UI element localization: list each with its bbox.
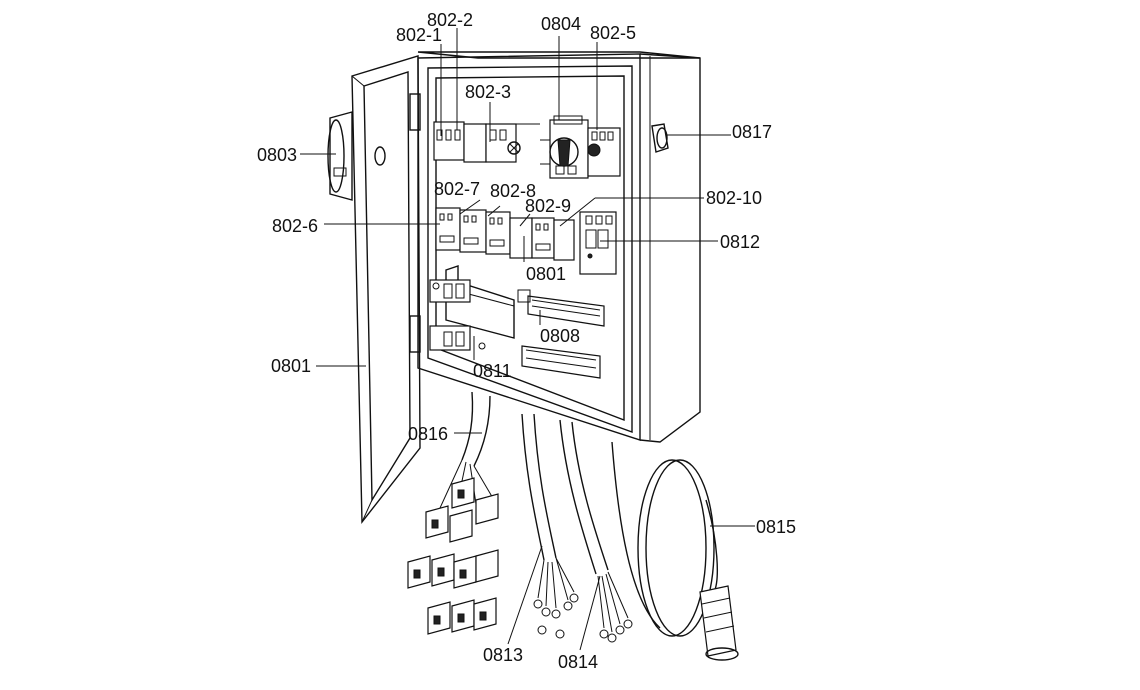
power-cable-0815 (611, 441, 739, 661)
top-row-breakers (433, 121, 540, 163)
label-802-1: 802-1 (396, 25, 442, 45)
relay-0812 (579, 211, 617, 275)
label-802-2: 802-2 (427, 10, 473, 30)
label-0813: 0813 (483, 645, 523, 665)
label-0808: 0808 (540, 326, 580, 346)
label-802-3: 802-3 (465, 82, 511, 102)
label-802-5: 802-5 (590, 23, 636, 43)
callout-labels: 802-1 802-2 802-3 0804 802-5 0817 0803 8… (257, 10, 796, 672)
label-0801-door: 0801 (271, 356, 311, 376)
side-plug (651, 123, 669, 153)
cable-0814 (559, 419, 633, 643)
cabinet-door (351, 55, 421, 524)
label-802-7: 802-7 (434, 179, 480, 199)
label-802-6: 802-6 (272, 216, 318, 236)
label-0801-inner: 0801 (526, 264, 566, 284)
main-switch-0804 (540, 115, 589, 179)
terminal-block-0808 (517, 289, 605, 379)
breaker-802-5 (587, 127, 621, 177)
cable-0813 (521, 413, 579, 639)
door-handle (327, 111, 386, 201)
leader-lines (300, 28, 755, 651)
label-0811: 0811 (473, 361, 512, 381)
label-0817: 0817 (732, 122, 772, 142)
label-0815: 0815 (756, 517, 796, 537)
middle-row-contactors (435, 207, 575, 261)
label-0803: 0803 (257, 145, 297, 165)
label-802-8: 802-8 (490, 181, 536, 201)
solenoid-connectors (407, 477, 499, 635)
label-0812: 0812 (720, 232, 760, 252)
label-0814: 0814 (558, 652, 598, 672)
cable-bundle-0816 (439, 391, 495, 509)
label-802-10: 802-10 (706, 188, 762, 208)
label-0816: 0816 (408, 424, 448, 444)
transformer-0811 (429, 265, 515, 351)
label-802-9: 802-9 (525, 196, 571, 216)
cabinet-body (417, 51, 701, 443)
label-0804: 0804 (541, 14, 581, 34)
